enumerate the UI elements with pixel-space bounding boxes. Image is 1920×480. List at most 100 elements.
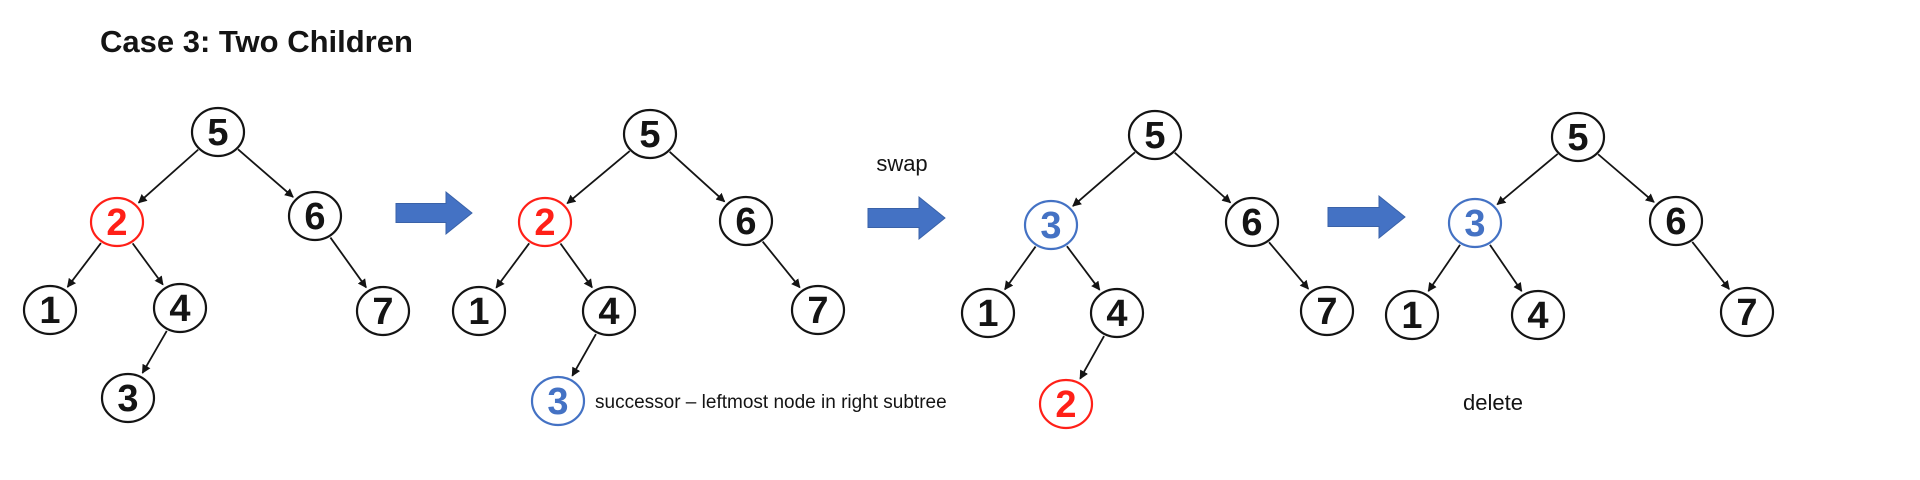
- tree-after-swap-node-7: 7: [1299, 285, 1355, 337]
- node-value: 3: [1040, 205, 1061, 247]
- edge-5-to-6: [1597, 153, 1655, 203]
- node-circle: [1023, 199, 1079, 251]
- edge-4-to-3: [571, 333, 597, 377]
- edge-5-to-2: [566, 150, 631, 205]
- successor-note: successor – leftmost node in right subtr…: [595, 392, 947, 413]
- tree-initial-node-6: 6: [287, 190, 343, 242]
- node-circle: [89, 196, 145, 248]
- edge-5-to-6: [669, 151, 726, 203]
- node-value: 3: [1464, 203, 1485, 245]
- node-value: 1: [468, 291, 489, 333]
- node-circle: [1127, 109, 1183, 161]
- edge-5-to-6: [237, 148, 294, 198]
- node-circle: [152, 282, 208, 334]
- tree-successor-found-node-6: 6: [718, 195, 774, 247]
- node-value: 4: [598, 291, 619, 333]
- edge-6-to-7: [761, 241, 801, 289]
- edge-2-to-4: [559, 242, 593, 289]
- tree-after-delete-node-5: 5: [1550, 111, 1606, 163]
- node-circle: [100, 372, 156, 424]
- tree-after-swap-node-1: 1: [960, 287, 1016, 339]
- node-value: 7: [1316, 291, 1337, 333]
- node-circle: [718, 195, 774, 247]
- node-value: 7: [1736, 292, 1757, 334]
- node-value: 2: [534, 202, 555, 244]
- delete-label: delete: [1463, 390, 1523, 415]
- node-value: 4: [1527, 295, 1548, 337]
- edge-6-to-7: [1691, 241, 1730, 290]
- tree-initial-node-5: 5: [190, 106, 246, 158]
- edge-3-to-1: [1427, 244, 1461, 292]
- edge-6-to-7: [1268, 241, 1310, 290]
- tree-after-swap-node-3: 3: [1023, 199, 1079, 251]
- node-value: 5: [1144, 115, 1165, 157]
- edge-2-to-1: [66, 242, 102, 288]
- node-circle: [790, 284, 846, 336]
- edge-3-to-4: [1489, 244, 1523, 292]
- node-value: 5: [207, 112, 228, 154]
- tree-after-delete-node-1: 1: [1384, 289, 1440, 341]
- node-value: 2: [1055, 384, 1076, 426]
- node-value: 3: [547, 381, 568, 423]
- edge-5-to-2: [137, 148, 199, 204]
- node-value: 4: [1106, 293, 1127, 335]
- node-circle: [287, 190, 343, 242]
- tree-initial-node-1: 1: [22, 284, 78, 336]
- node-circle: [960, 287, 1016, 339]
- node-circle: [451, 285, 507, 337]
- tree-after-swap-node-2: 2: [1038, 378, 1094, 430]
- slide-title: Case 3: Two Children: [100, 24, 413, 59]
- step-arrow-3-right-arrow-icon: [1327, 194, 1406, 240]
- tree-initial-node-4: 4: [152, 282, 208, 334]
- node-value: 7: [807, 290, 828, 332]
- tree-after-delete-node-6: 6: [1648, 195, 1704, 247]
- tree-after-swap-node-5: 5: [1127, 109, 1183, 161]
- node-value: 1: [39, 290, 60, 332]
- tree-after-delete-node-3: 3: [1447, 197, 1503, 249]
- node-circle: [1510, 289, 1566, 341]
- node-circle: [1299, 285, 1355, 337]
- node-value: 6: [1665, 201, 1686, 243]
- tree-after-swap-node-4: 4: [1089, 287, 1145, 339]
- tree-initial-node-7: 7: [355, 285, 411, 337]
- edge-3-to-4: [1066, 245, 1101, 291]
- node-value: 4: [169, 288, 190, 330]
- node-circle: [190, 106, 246, 158]
- tree-after-delete: 5 3 6 1 4 7: [1384, 111, 1775, 341]
- tree-successor-found-node-4: 4: [581, 285, 637, 337]
- tree-successor-found-node-1: 1: [451, 285, 507, 337]
- node-circle: [622, 108, 678, 160]
- node-circle: [517, 196, 573, 248]
- node-value: 7: [372, 291, 393, 333]
- edge-2-to-1: [495, 242, 530, 289]
- node-value: 5: [1567, 117, 1588, 159]
- edge-5-to-3: [1496, 153, 1559, 206]
- node-value: 1: [1401, 295, 1422, 337]
- node-circle: [1719, 286, 1775, 338]
- tree-successor-found-node-3: 3: [530, 375, 586, 427]
- tree-after-swap: 5 3 6 1 4 7 2: [960, 109, 1355, 430]
- swap-label: swap: [876, 151, 927, 176]
- tree-after-delete-node-7: 7: [1719, 286, 1775, 338]
- node-circle: [1384, 289, 1440, 341]
- node-circle: [1224, 196, 1280, 248]
- node-value: 5: [639, 114, 660, 156]
- step-arrow-2-right-arrow-icon: [867, 195, 946, 241]
- edge-5-to-6: [1174, 152, 1232, 204]
- tree-successor-found-node-5: 5: [622, 108, 678, 160]
- node-circle: [1038, 378, 1094, 430]
- edge-2-to-4: [131, 242, 164, 286]
- tree-initial-node-2: 2: [89, 196, 145, 248]
- node-value: 1: [977, 293, 998, 335]
- tree-successor-found-node-7: 7: [790, 284, 846, 336]
- edge-6-to-7: [329, 237, 367, 289]
- tree-initial-node-3: 3: [100, 372, 156, 424]
- node-circle: [1447, 197, 1503, 249]
- tree-initial: 5 2 6 1 4 7 3: [22, 106, 411, 424]
- tree-after-swap-node-6: 6: [1224, 196, 1280, 248]
- node-value: 3: [117, 378, 138, 420]
- node-circle: [22, 284, 78, 336]
- node-value: 6: [304, 196, 325, 238]
- edge-4-to-3: [141, 330, 168, 374]
